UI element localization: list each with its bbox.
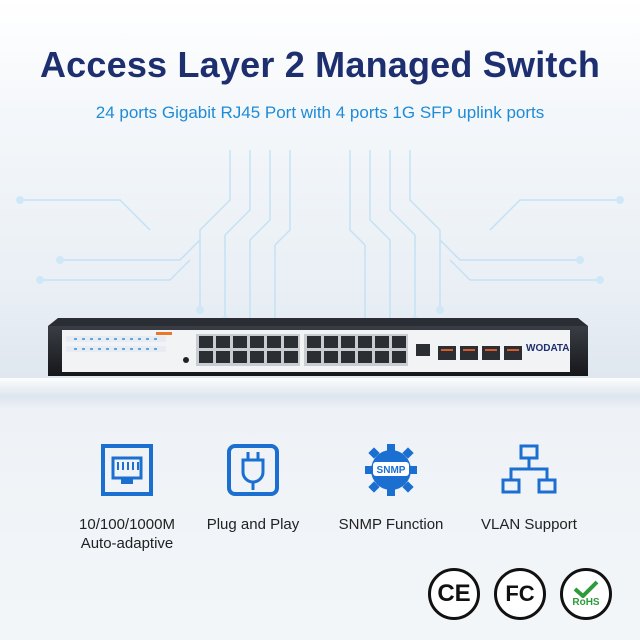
certification-badges: CE FC RoHS [0, 568, 640, 628]
feature-snmp: SNMP SNMP Function [316, 440, 466, 534]
network-switch: WODATA [48, 318, 588, 376]
ce-mark-icon: CE [428, 568, 480, 620]
network-tree-icon [501, 444, 557, 494]
snmp-icon-text: SNMP [377, 465, 406, 476]
feature-plug-and-play: Plug and Play [178, 440, 328, 534]
feature-label: VLAN Support [481, 516, 577, 533]
fcc-mark-icon: FC [494, 568, 546, 620]
checkmark-icon [573, 580, 599, 598]
feature-vlan: VLAN Support [454, 440, 604, 534]
console-port [416, 344, 430, 356]
brand-logo: WODATA [526, 343, 570, 354]
rohs-mark-icon: RoHS [560, 568, 612, 620]
display-shelf [0, 378, 640, 396]
feature-label: Plug and Play [206, 516, 300, 533]
ethernet-port-icon [101, 444, 153, 496]
led-panel [66, 332, 172, 352]
rj45-port-block-1 [196, 334, 300, 366]
switch-top [48, 318, 588, 326]
page-title: Access Layer 2 Managed Switch [39, 44, 601, 85]
reset-button [183, 357, 189, 363]
feature-label: SNMP Function [338, 516, 444, 533]
rj45-port-block-2 [304, 334, 408, 366]
page-subtitle: 24 ports Gigabit RJ45 Port with 4 ports … [95, 103, 545, 122]
snmp-gear-icon: SNMP [365, 444, 417, 496]
sfp-ports [438, 346, 522, 360]
power-plug-icon [227, 444, 279, 496]
